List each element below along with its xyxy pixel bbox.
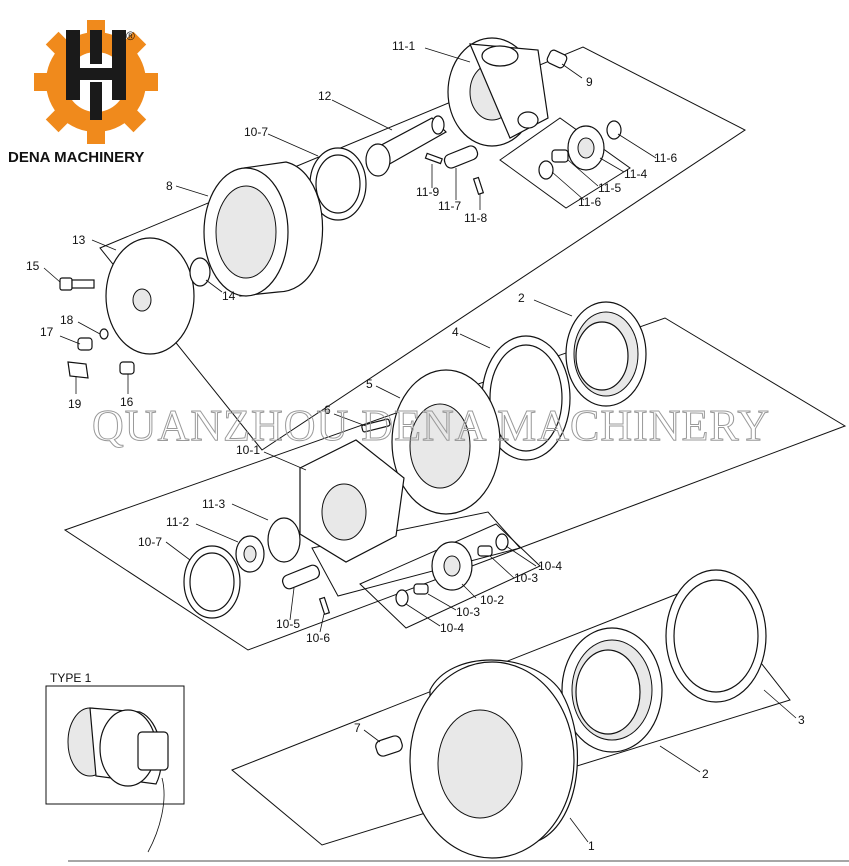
part-11-1-carrier	[447, 37, 549, 147]
brand-name: DENA MACHINERY	[8, 149, 144, 166]
inset-frame	[45, 685, 185, 805]
part-18-o-ring	[99, 328, 109, 340]
part-11-6-washers	[538, 120, 622, 180]
label-19: 19	[68, 397, 82, 411]
part-1-housing	[409, 659, 578, 859]
part-11-2-gear	[235, 535, 265, 573]
part-4-seal	[481, 335, 571, 461]
part-3-seal-ring	[665, 569, 767, 703]
label-8: 8	[166, 179, 173, 193]
part-10-3-needles	[413, 545, 493, 595]
part-11-3-ring	[267, 517, 301, 563]
label-18: 18	[60, 313, 74, 327]
leader-lines	[43, 47, 797, 843]
label-11-6-b: 11-6	[578, 195, 601, 209]
part-5-hub	[391, 369, 501, 515]
label-11-1: 11-1	[392, 39, 415, 53]
label-10-7-upper: 10-7	[244, 125, 268, 139]
label-15: 15	[26, 259, 40, 273]
type-1-inset: TYPE 1	[45, 671, 185, 853]
label-12: 12	[318, 89, 332, 103]
gear-icon	[34, 20, 158, 144]
part-2-bearing-upper	[565, 301, 647, 407]
label-11-2: 11-2	[166, 515, 189, 529]
label-11-5: 11-5	[598, 181, 621, 195]
brand-logo: ® DENA MACHINERY	[8, 20, 158, 166]
part-6-bolt	[361, 418, 391, 433]
part-19-plate	[67, 361, 89, 379]
frame-subassy-11	[499, 117, 631, 209]
part-11-5-needle	[551, 149, 569, 163]
label-11-3: 11-3	[202, 497, 225, 511]
part-12-shaft	[365, 115, 447, 177]
inset-title: TYPE 1	[50, 671, 92, 685]
label-2-lower: 2	[702, 767, 709, 781]
label-3: 3	[798, 713, 805, 727]
part-11-7-pin	[443, 145, 479, 169]
label-10-4-b: 10-4	[440, 621, 464, 635]
watermark-text: QUANZHOU DENA MACHINERY	[92, 401, 770, 450]
part-17-plug	[77, 337, 93, 351]
frame-lower	[231, 584, 791, 846]
part-13-cover	[105, 237, 195, 355]
label-17: 17	[40, 325, 54, 339]
part-16-plug	[119, 361, 135, 375]
part-8-ring-gear	[203, 161, 324, 297]
registered-mark: ®	[126, 29, 135, 43]
frame-upper	[99, 46, 746, 451]
label-9: 9	[586, 75, 593, 89]
label-6: 6	[324, 403, 331, 417]
label-10-6: 10-6	[306, 631, 330, 645]
label-7: 7	[354, 721, 361, 735]
label-13: 13	[72, 233, 86, 247]
part-10-5-pin	[281, 564, 321, 590]
part-10-1-carrier	[299, 439, 405, 563]
frame-subassy-10	[311, 511, 521, 597]
part-2-bearing-lower	[561, 627, 663, 753]
label-2-upper: 2	[518, 291, 525, 305]
label-10-2: 10-2	[480, 593, 504, 607]
part-10-7-ring-upper	[309, 147, 367, 221]
label-10-3-a: 10-3	[514, 571, 538, 585]
label-11-4: 11-4	[624, 167, 647, 181]
label-1: 1	[588, 839, 595, 853]
part-labels: 11-1 9 12 10-7 11-6 11-4 11-5 11-6 11-9 …	[26, 39, 805, 853]
label-16: 16	[120, 395, 134, 409]
label-11-9: 11-9	[416, 185, 439, 199]
label-10-4-a: 10-4	[538, 559, 562, 573]
part-11-8-pin	[472, 176, 485, 195]
label-10-7-lower: 10-7	[138, 535, 162, 549]
part-11-4-planet-gear	[567, 125, 605, 171]
part-10-2-gear	[431, 541, 473, 591]
part-15-bolt	[59, 277, 95, 291]
part-7-pin	[375, 735, 403, 757]
label-10-1: 10-1	[236, 443, 260, 457]
label-10-3-b: 10-3	[456, 605, 480, 619]
label-11-7: 11-7	[438, 199, 461, 213]
part-10-4-washers	[395, 533, 509, 607]
label-11-8: 11-8	[464, 211, 487, 225]
part-10-6-pin	[318, 596, 331, 615]
label-5: 5	[366, 377, 373, 391]
part-11-9-pin	[424, 152, 443, 165]
label-14: 14	[222, 289, 236, 303]
part-10-7-ring-lower	[183, 545, 241, 619]
label-4: 4	[452, 325, 459, 339]
label-10-5: 10-5	[276, 617, 300, 631]
part-14-snap-ring	[189, 257, 211, 287]
part-9-pin	[546, 49, 568, 69]
label-11-6-a: 11-6	[654, 151, 677, 165]
